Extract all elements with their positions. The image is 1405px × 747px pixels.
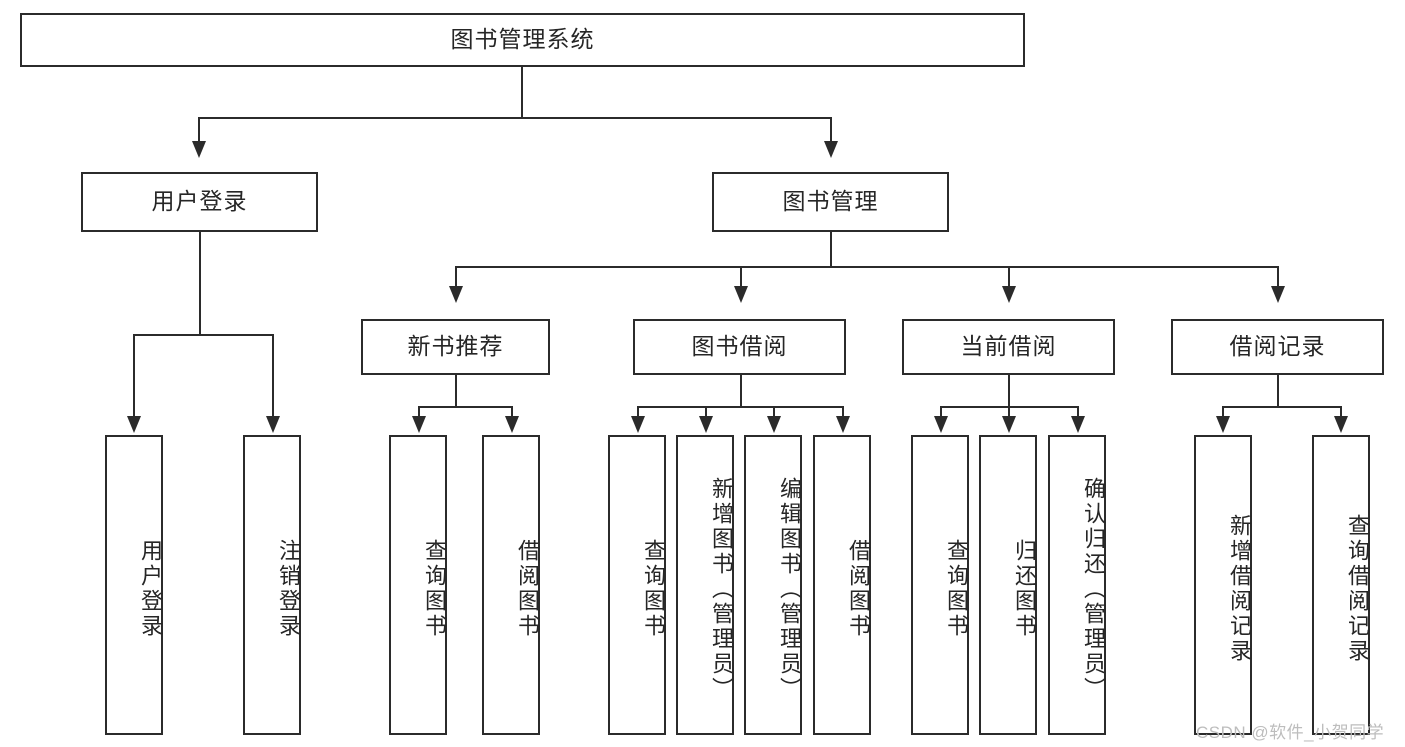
node-borrow-record[interactable]: 借阅记录 (1171, 319, 1384, 375)
arrow-root-to-book-management (824, 141, 838, 158)
arrow-bm-to-current-borrow (1002, 286, 1016, 303)
node-leaf-query-record-label: 查询借阅记录 (1345, 514, 1370, 664)
node-book-borrow[interactable]: 图书借阅 (633, 319, 846, 375)
node-root[interactable]: 图书管理系统 (20, 13, 1025, 67)
arrow-cb-c1 (934, 416, 948, 433)
node-leaf-query-book-1[interactable]: 查询图书 (389, 435, 447, 735)
node-leaf-borrow-book-1[interactable]: 借阅图书 (482, 435, 540, 735)
edge-nbr-c2 (511, 406, 513, 418)
arrow-bb-c1 (631, 416, 645, 433)
node-leaf-query-record[interactable]: 查询借阅记录 (1312, 435, 1370, 735)
node-book-management-label: 图书管理 (782, 188, 879, 215)
arrow-bb-c3 (767, 416, 781, 433)
node-borrow-record-label: 借阅记录 (1229, 333, 1326, 360)
arrow-cb-c3 (1071, 416, 1085, 433)
node-leaf-add-book[interactable]: 新增图书（管理员） (676, 435, 734, 735)
node-leaf-query-book-3[interactable]: 查询图书 (911, 435, 969, 735)
node-book-borrow-label: 图书借阅 (691, 333, 788, 360)
edge-br-c1 (1222, 406, 1224, 418)
node-root-label: 图书管理系统 (450, 26, 595, 53)
arrow-br-c1 (1216, 416, 1230, 433)
edge-bm-to-book-borrow (740, 266, 742, 288)
edge-nbr-c1 (418, 406, 420, 418)
arrow-cb-c2 (1002, 416, 1016, 433)
node-leaf-edit-book[interactable]: 编辑图书（管理员） (744, 435, 802, 735)
edge-cb-c1 (940, 406, 942, 418)
node-leaf-query-book-2-label: 查询图书 (641, 539, 666, 639)
edge-bb-c1 (637, 406, 639, 418)
edge-cb-stem (1008, 375, 1010, 408)
node-leaf-borrow-book-1-label: 借阅图书 (515, 539, 540, 639)
edge-root-to-book-management (830, 117, 832, 143)
edge-book-management-stem (830, 232, 832, 268)
node-leaf-add-record[interactable]: 新增借阅记录 (1194, 435, 1252, 735)
edge-bb-c4 (842, 406, 844, 418)
node-leaf-return-book[interactable]: 归还图书 (979, 435, 1037, 735)
edge-root-bar (198, 117, 832, 119)
edge-user-login-bar (133, 334, 274, 336)
node-leaf-query-book-2[interactable]: 查询图书 (608, 435, 666, 735)
node-leaf-confirm-return[interactable]: 确认归还（管理员） (1048, 435, 1106, 735)
arrow-user-login-right (266, 416, 280, 433)
node-new-book-recommend[interactable]: 新书推荐 (361, 319, 550, 375)
arrow-root-to-user-login (192, 141, 206, 158)
edge-book-management-bar (455, 266, 1278, 268)
node-book-management[interactable]: 图书管理 (712, 172, 949, 232)
arrow-br-c2 (1334, 416, 1348, 433)
node-leaf-borrow-book-2-label: 借阅图书 (846, 539, 871, 639)
edge-br-bar (1222, 406, 1341, 408)
node-leaf-logout-login-label: 注销登录 (276, 539, 301, 639)
edge-user-login-left (133, 334, 135, 418)
csdn-watermark: CSDN @软件_小贺同学 (1196, 723, 1385, 742)
arrow-bm-to-borrow-record (1271, 286, 1285, 303)
edge-user-login-stem (199, 232, 201, 335)
node-leaf-return-book-label: 归还图书 (1012, 539, 1037, 639)
arrow-bm-to-book-borrow (734, 286, 748, 303)
edge-bb-bar (637, 406, 843, 408)
edge-br-c2 (1340, 406, 1342, 418)
edge-bm-to-borrow-record (1277, 266, 1279, 288)
arrow-nbr-c1 (412, 416, 426, 433)
edge-bb-stem (740, 375, 742, 408)
edge-root-to-user-login (198, 117, 200, 143)
node-current-borrow[interactable]: 当前借阅 (902, 319, 1115, 375)
edge-cb-c3 (1077, 406, 1079, 418)
edge-cb-c2 (1008, 406, 1010, 418)
arrow-nbr-c2 (505, 416, 519, 433)
edge-bm-to-current-borrow (1008, 266, 1010, 288)
edge-br-stem (1277, 375, 1279, 408)
edge-nbr-stem (455, 375, 457, 408)
arrow-bb-c2 (699, 416, 713, 433)
node-leaf-user-login-label: 用户登录 (138, 539, 163, 639)
node-leaf-query-book-1-label: 查询图书 (422, 539, 447, 639)
edge-bm-to-new-book (455, 266, 457, 288)
node-leaf-borrow-book-2[interactable]: 借阅图书 (813, 435, 871, 735)
node-user-login-label: 用户登录 (151, 188, 248, 215)
node-leaf-query-book-3-label: 查询图书 (944, 539, 969, 639)
arrow-user-login-left (127, 416, 141, 433)
node-leaf-confirm-return-label: 确认归还（管理员） (1081, 476, 1106, 702)
node-leaf-user-login[interactable]: 用户登录 (105, 435, 163, 735)
node-leaf-add-book-label: 新增图书（管理员） (709, 476, 734, 702)
edge-user-login-right (272, 334, 274, 418)
edge-root-stem (521, 67, 523, 118)
node-leaf-edit-book-label: 编辑图书（管理员） (777, 476, 802, 702)
node-current-borrow-label: 当前借阅 (960, 333, 1057, 360)
edge-nbr-bar (418, 406, 512, 408)
node-user-login[interactable]: 用户登录 (81, 172, 318, 232)
edge-bb-c3 (773, 406, 775, 418)
node-leaf-add-record-label: 新增借阅记录 (1227, 514, 1252, 664)
arrow-bb-c4 (836, 416, 850, 433)
arrow-bm-to-new-book (449, 286, 463, 303)
edge-bb-c2 (705, 406, 707, 418)
node-leaf-logout-login[interactable]: 注销登录 (243, 435, 301, 735)
node-new-book-recommend-label: 新书推荐 (407, 333, 504, 360)
